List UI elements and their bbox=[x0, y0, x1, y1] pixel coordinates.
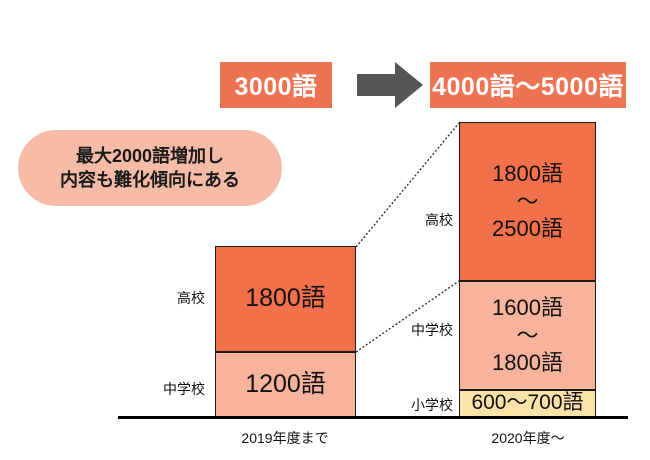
callout-line-2: 内容も難化傾向にある bbox=[60, 170, 240, 190]
bar-segment-2020-high: 1800語 ～ 2500語 bbox=[459, 122, 596, 281]
bar-value-2020-high-upper: 2500語 bbox=[492, 216, 563, 242]
x-axis-line bbox=[118, 416, 628, 419]
bar-value-2019-high: 1800語 bbox=[245, 284, 326, 313]
row-label-2020-high: 高校 bbox=[425, 212, 453, 228]
bar-value-2020-middle-separator: ～ bbox=[516, 322, 539, 348]
bar-value-2020-middle-lower: 1600語 bbox=[492, 295, 563, 321]
callout-line-1: 最大2000語増加し bbox=[75, 145, 225, 166]
callout-bubble: 最大2000語増加し 内容も難化傾向にある bbox=[18, 130, 282, 206]
bar-value-2020-high-lower: 1800語 bbox=[492, 161, 563, 187]
bar-segment-2020-middle: 1600語 ～ 1800語 bbox=[459, 281, 596, 390]
summary-after-box: 4000語～5000語 bbox=[430, 62, 626, 108]
row-label-2020-middle: 中学校 bbox=[411, 322, 453, 338]
bar-segment-2020-elementary: 600～700語 bbox=[459, 390, 596, 417]
bar-value-2019-middle: 1200語 bbox=[245, 369, 326, 398]
row-label-2020-elementary: 小学校 bbox=[411, 397, 453, 413]
bar-segment-2019-middle: 1200語 bbox=[215, 352, 356, 417]
category-label-2019: 2019年度まで bbox=[241, 430, 329, 446]
bar-value-2020-elementary: 600～700語 bbox=[471, 391, 584, 415]
bar-segment-2019-high: 1800語 bbox=[215, 246, 356, 352]
row-label-2019-high: 高校 bbox=[177, 290, 205, 306]
row-label-2019-middle: 中学校 bbox=[163, 381, 205, 397]
right-arrow-icon bbox=[357, 60, 423, 110]
bar-value-2020-middle-upper: 1800語 bbox=[492, 350, 563, 376]
bar-value-2020-high-separator: ～ bbox=[516, 188, 539, 214]
category-label-2020: 2020年度～ bbox=[491, 430, 565, 446]
summary-before-box: 3000語 bbox=[220, 62, 332, 108]
